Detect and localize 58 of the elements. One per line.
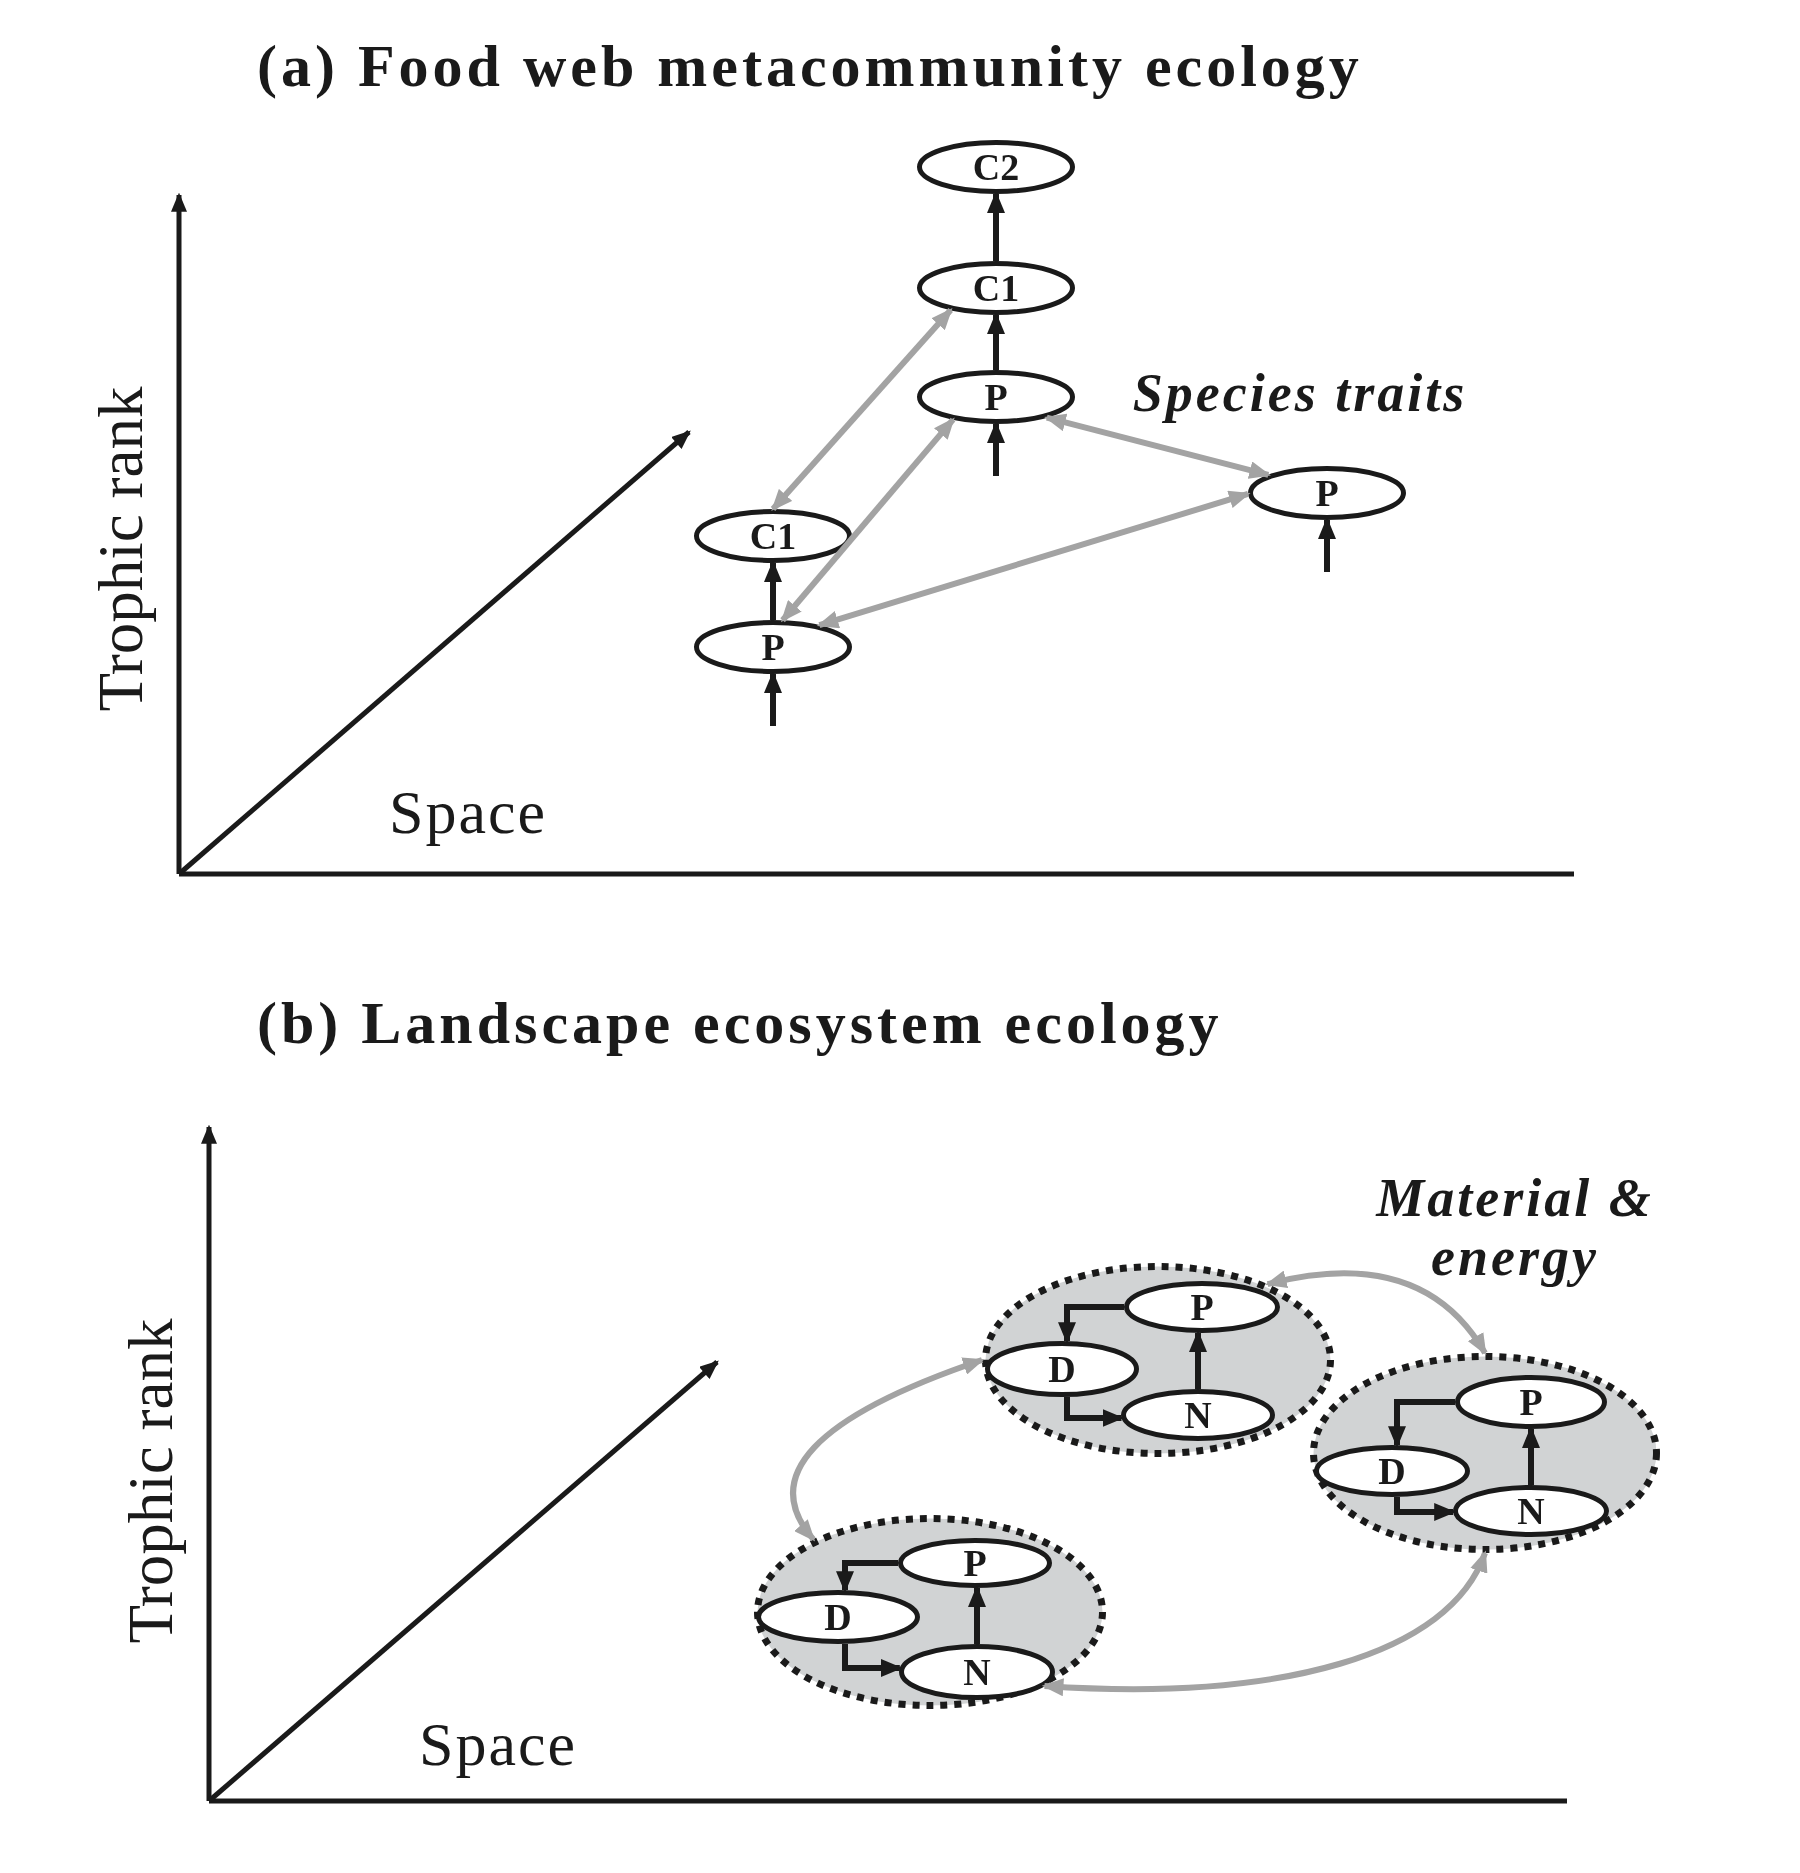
input-arrow bbox=[1318, 517, 1336, 572]
ellipse-node bbox=[756, 1590, 920, 1644]
node-label: D bbox=[1048, 1350, 1076, 1388]
dashed-ellipse-group bbox=[754, 1515, 1106, 1709]
double-headed-arrow bbox=[790, 1357, 985, 1542]
ellipse-node bbox=[1455, 1375, 1607, 1429]
arrow bbox=[1388, 1399, 1455, 1448]
node-label: N bbox=[1517, 1492, 1545, 1530]
ellipse-node bbox=[917, 370, 1075, 424]
double-headed-arrow bbox=[780, 417, 956, 623]
arrow bbox=[1394, 1496, 1456, 1521]
node-label: P bbox=[1519, 1383, 1543, 1421]
ellipse-node bbox=[1248, 466, 1406, 520]
double-headed-arrow bbox=[1264, 1270, 1488, 1356]
double-headed-arrow bbox=[770, 308, 953, 511]
input-arrow bbox=[987, 421, 1005, 476]
arrow bbox=[987, 191, 1005, 261]
dashed-ellipse-group bbox=[982, 1263, 1334, 1457]
node-label: C1 bbox=[749, 517, 797, 555]
arrow bbox=[1064, 1396, 1125, 1427]
node-label: P bbox=[761, 628, 785, 666]
axis-label: Trophic rank bbox=[87, 386, 157, 712]
annotation-text: Species traits bbox=[1132, 364, 1468, 424]
arrow bbox=[1522, 1426, 1540, 1485]
double-headed-arrow bbox=[1041, 1550, 1488, 1696]
arrow bbox=[968, 1585, 986, 1644]
panel-title: (b) Landscape ecosystem ecology bbox=[257, 990, 1223, 1056]
node-label: C1 bbox=[972, 269, 1020, 307]
ellipse-node bbox=[917, 261, 1075, 315]
arrow bbox=[1189, 1330, 1207, 1389]
arrow bbox=[842, 1643, 903, 1677]
arrow bbox=[987, 312, 1005, 370]
axis-label: Space bbox=[419, 1709, 577, 1779]
ellipse-node bbox=[899, 1644, 1055, 1700]
axis-label: Space bbox=[389, 777, 547, 847]
node-label: D bbox=[1378, 1452, 1406, 1490]
ellipse-node bbox=[694, 509, 852, 563]
node-label: P bbox=[963, 1544, 987, 1582]
ellipse-node bbox=[985, 1341, 1139, 1397]
arrow bbox=[1058, 1304, 1124, 1344]
annotation-text: Material & energy bbox=[1374, 1168, 1655, 1288]
node-label: P bbox=[984, 378, 1008, 416]
axis-label: Trophic rank bbox=[117, 1318, 187, 1644]
double-headed-arrow bbox=[816, 490, 1251, 629]
node-label: C2 bbox=[972, 148, 1020, 186]
panel-title: (a) Food web metacommunity ecology bbox=[257, 33, 1363, 99]
double-headed-arrow bbox=[1044, 413, 1271, 479]
arrow bbox=[764, 560, 782, 620]
dashed-ellipse-group bbox=[1310, 1353, 1660, 1553]
node-label: D bbox=[824, 1598, 852, 1636]
node-label: P bbox=[1315, 474, 1339, 512]
ellipse-node bbox=[694, 620, 852, 674]
arrow bbox=[836, 1560, 898, 1593]
ellipse-node bbox=[917, 140, 1075, 194]
node-label: P bbox=[1190, 1288, 1214, 1326]
node-label: N bbox=[1184, 1396, 1212, 1434]
input-arrow bbox=[764, 671, 782, 726]
node-label: N bbox=[963, 1653, 991, 1691]
